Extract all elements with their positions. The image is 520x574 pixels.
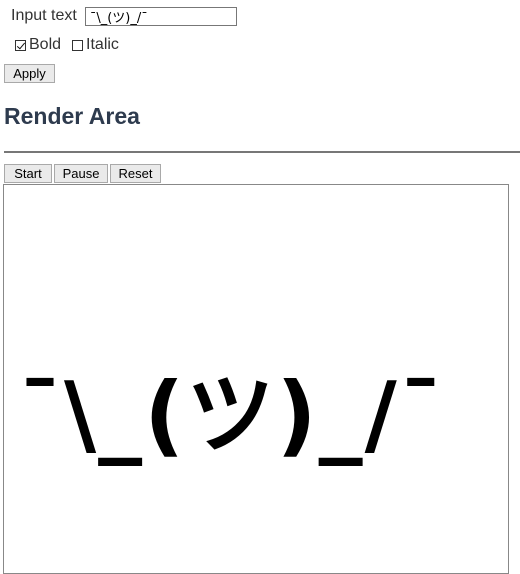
rendered-text: ¯\_(ツ)_/¯ <box>18 363 445 466</box>
start-button[interactable]: Start <box>4 164 52 183</box>
playback-controls: Start Pause Reset <box>4 164 161 183</box>
apply-button[interactable]: Apply <box>4 64 55 83</box>
italic-label: Italic <box>86 36 119 53</box>
render-area-title: Render Area <box>4 103 140 129</box>
italic-option[interactable]: Italic <box>72 36 119 54</box>
input-text-label: Input text <box>11 7 77 24</box>
input-text-row: Input text <box>11 5 237 27</box>
bold-option[interactable]: Bold <box>15 36 61 54</box>
divider <box>4 151 520 153</box>
style-options: Bold Italic <box>15 35 130 55</box>
text-input[interactable] <box>84 6 237 26</box>
render-canvas[interactable]: ¯\_(ツ)_/¯ <box>3 184 509 574</box>
bold-label: Bold <box>29 36 62 53</box>
italic-checkbox[interactable] <box>72 40 84 51</box>
bold-checkbox[interactable] <box>15 40 26 51</box>
reset-button[interactable]: Reset <box>110 164 161 183</box>
pause-button[interactable]: Pause <box>54 164 108 183</box>
